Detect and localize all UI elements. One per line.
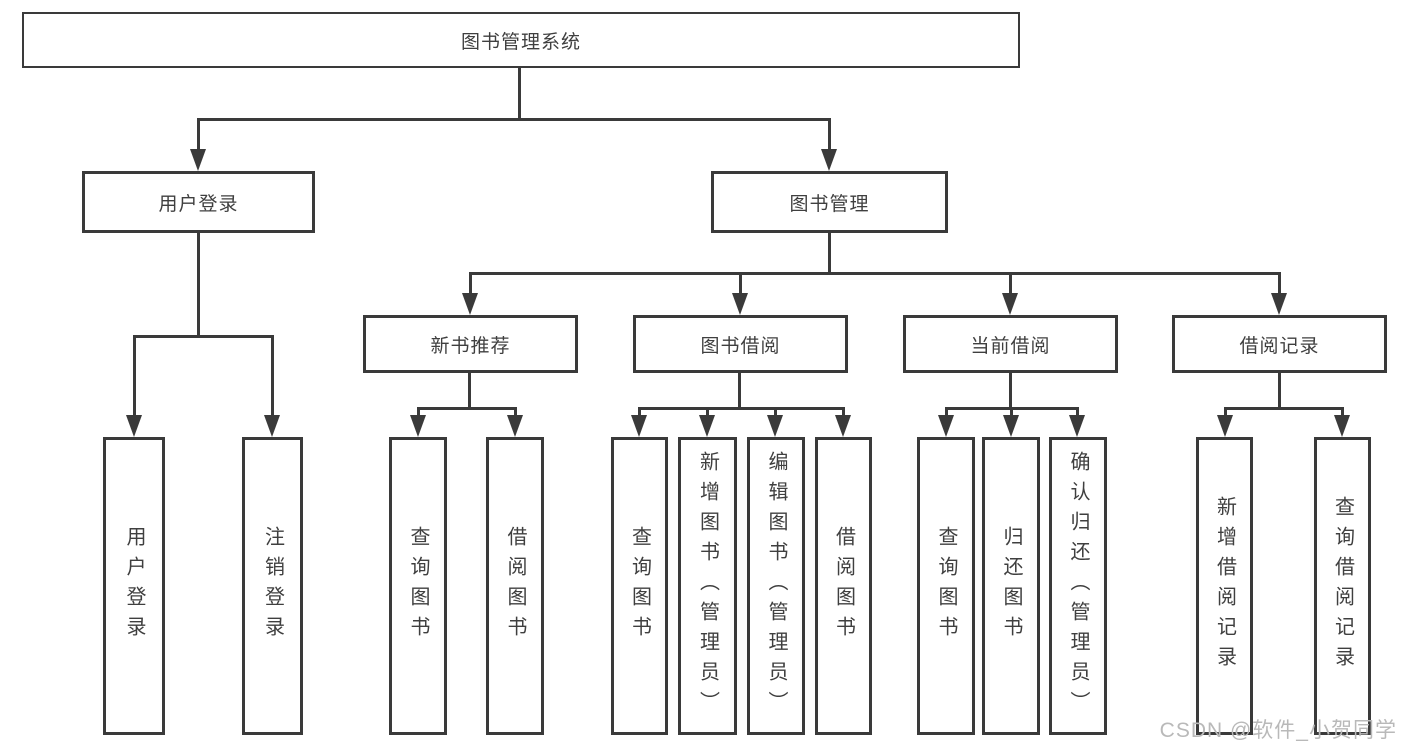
leaf-confirm-return-admin-label: 确认归还（管理员） (1067, 451, 1089, 721)
connector-line (842, 407, 845, 419)
node-book-management-label: 图书管理 (789, 193, 870, 215)
arrowhead-down-icon (1334, 415, 1350, 437)
connector-line (739, 272, 742, 295)
node-book-borrow-label: 图书借阅 (700, 335, 781, 357)
leaf-user-login-label: 用户登录 (123, 526, 145, 646)
connector-line (417, 407, 420, 419)
node-borrow-records-label: 借阅记录 (1239, 335, 1320, 357)
leaf-query-books-3-label: 查询图书 (935, 526, 957, 646)
arrowhead-down-icon (835, 415, 851, 437)
leaf-add-borrow-record-label: 新增借阅记录 (1213, 496, 1236, 676)
connector-line (469, 272, 472, 295)
connector-line (638, 407, 845, 410)
leaf-query-borrow-record-label: 查询借阅记录 (1331, 496, 1354, 676)
arrowhead-down-icon (938, 415, 954, 437)
connector-line (828, 233, 831, 272)
connector-line (518, 66, 521, 118)
node-new-book-recommend-label: 新书推荐 (430, 335, 511, 357)
arrowhead-down-icon (699, 415, 715, 437)
leaf-borrow-books-2: 借阅图书 (815, 437, 872, 735)
connector-line (197, 118, 831, 121)
leaf-query-books-2: 查询图书 (611, 437, 668, 735)
leaf-logout-login: 注销登录 (242, 437, 303, 735)
arrowhead-down-icon (507, 415, 523, 437)
node-current-borrow: 当前借阅 (903, 315, 1118, 373)
node-user-login-label: 用户登录 (158, 193, 239, 215)
arrowhead-down-icon (732, 293, 748, 315)
leaf-query-books-2-label: 查询图书 (628, 526, 651, 646)
connector-line (1341, 407, 1344, 419)
arrowhead-down-icon (1217, 415, 1233, 437)
leaf-borrow-books-1-label: 借阅图书 (504, 526, 526, 646)
connector-line (828, 118, 831, 151)
node-current-borrow-label: 当前借阅 (970, 335, 1051, 357)
csdn-watermark: CSDN @软件_小贺同学 (1159, 719, 1397, 742)
leaf-edit-book-admin-label: 编辑图书（管理员） (765, 451, 787, 721)
connector-line (638, 407, 641, 419)
node-root-label: 图书管理系统 (460, 31, 581, 53)
node-book-management: 图书管理 (711, 171, 948, 233)
connector-line (197, 233, 200, 335)
leaf-query-books-3: 查询图书 (917, 437, 975, 735)
connector-line (133, 335, 136, 417)
arrowhead-down-icon (1271, 293, 1287, 315)
node-user-login: 用户登录 (82, 171, 315, 233)
arrowhead-down-icon (767, 415, 783, 437)
connector-line (469, 272, 1281, 275)
leaf-borrow-books-2-label: 借阅图书 (832, 526, 855, 646)
connector-line (417, 407, 517, 410)
connector-line (1278, 373, 1281, 407)
arrowhead-down-icon (190, 149, 206, 171)
connector-line (1010, 407, 1013, 419)
arrowhead-down-icon (1002, 293, 1018, 315)
node-new-book-recommend: 新书推荐 (363, 315, 578, 373)
connector-line (706, 407, 709, 419)
arrowhead-down-icon (821, 149, 837, 171)
connector-line (1224, 407, 1344, 410)
leaf-query-books-1: 查询图书 (389, 437, 447, 735)
connector-line (197, 118, 200, 151)
leaf-query-books-1-label: 查询图书 (407, 526, 429, 646)
leaf-query-borrow-record: 查询借阅记录 (1314, 437, 1371, 735)
arrowhead-down-icon (1003, 415, 1019, 437)
leaf-user-login: 用户登录 (103, 437, 165, 735)
leaf-edit-book-admin: 编辑图书（管理员） (747, 437, 805, 735)
connector-line (1278, 272, 1281, 295)
leaf-return-books-label: 归还图书 (1000, 526, 1022, 646)
leaf-borrow-books-1: 借阅图书 (486, 437, 544, 735)
connector-line (133, 335, 274, 338)
arrowhead-down-icon (126, 415, 142, 437)
leaf-return-books: 归还图书 (982, 437, 1040, 735)
arrowhead-down-icon (462, 293, 478, 315)
arrowhead-down-icon (631, 415, 647, 437)
leaf-add-book-admin: 新增图书（管理员） (678, 437, 737, 735)
leaf-add-borrow-record: 新增借阅记录 (1196, 437, 1253, 735)
connector-line (514, 407, 517, 419)
connector-line (738, 373, 741, 407)
leaf-logout-login-label: 注销登录 (261, 526, 284, 646)
connector-line (774, 407, 777, 419)
arrowhead-down-icon (410, 415, 426, 437)
connector-line (271, 335, 274, 417)
connector-line (1009, 272, 1012, 295)
connector-line (1009, 373, 1012, 407)
leaf-confirm-return-admin: 确认归还（管理员） (1049, 437, 1107, 735)
connector-line (1076, 407, 1079, 419)
leaf-add-book-admin-label: 新增图书（管理员） (696, 451, 719, 721)
node-borrow-records: 借阅记录 (1172, 315, 1387, 373)
node-book-borrow: 图书借阅 (633, 315, 848, 373)
connector-line (945, 407, 948, 419)
node-root: 图书管理系统 (22, 12, 1020, 68)
arrowhead-down-icon (1069, 415, 1085, 437)
arrowhead-down-icon (264, 415, 280, 437)
connector-line (1224, 407, 1227, 419)
connector-line (468, 373, 471, 407)
